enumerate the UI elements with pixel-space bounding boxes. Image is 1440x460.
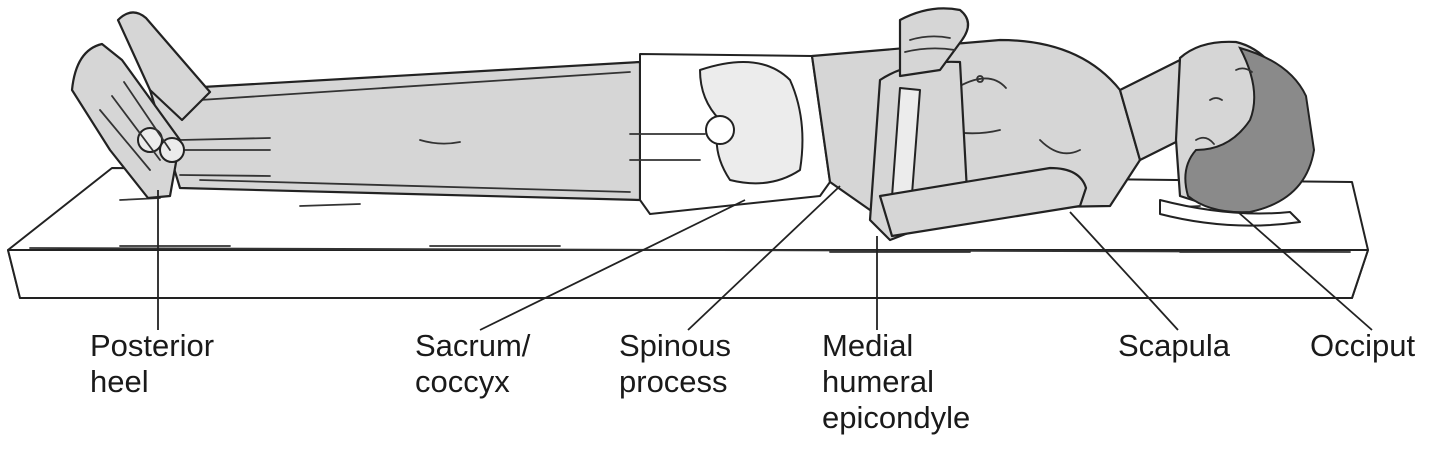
leader-lines [157,185,1373,331]
leader-sacrum-coccyx [479,199,746,331]
label-posterior-heel: Posterior heel [90,328,215,399]
label-sacrum-coccyx: Sacrum/ coccyx [415,328,531,399]
label-occiput: Occiput [1310,328,1416,363]
leader-occiput [1237,211,1373,331]
leader-spinous-process [687,185,841,331]
shorts-pelvis [629,53,831,215]
label-medial-humeral-epicondyle: Medial humeral epicondyle [822,328,971,435]
label-spinous-process: Spinous process [619,328,732,399]
pillow-shadow [1159,199,1301,227]
arms [868,7,1088,242]
heel-bone [137,127,163,153]
legs [148,60,642,202]
head [1118,40,1316,227]
label-scapula: Scapula [1118,328,1231,363]
hair [1184,46,1316,214]
hip-joint [705,115,735,145]
leader-scapula [1069,211,1179,331]
feet [70,11,212,200]
